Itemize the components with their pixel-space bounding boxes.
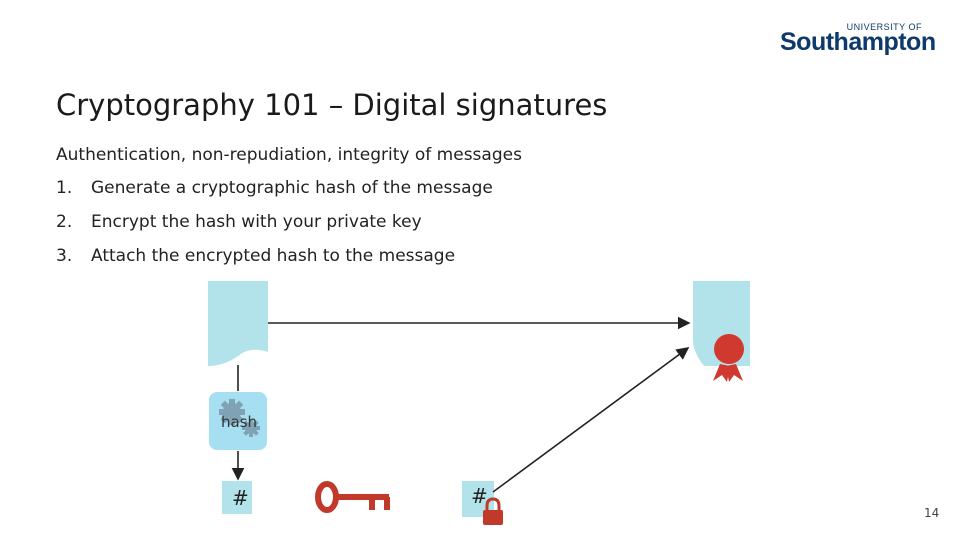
hash-digest-box bbox=[222, 481, 252, 514]
step-number: 3. bbox=[56, 246, 73, 266]
step-text: Encrypt the hash with your private key bbox=[91, 212, 422, 232]
step-item: 2. Encrypt the hash with your private key bbox=[56, 212, 493, 246]
step-text: Attach the encrypted hash to the message bbox=[91, 246, 456, 266]
arrow-encrypted-hash-to-signed bbox=[492, 347, 690, 493]
logo-university-of: UNIVERSITY OF bbox=[846, 22, 922, 32]
steps-list: 1. Generate a cryptographic hash of the m… bbox=[56, 178, 493, 280]
step-item: 3. Attach the encrypted hash to the messa… bbox=[56, 246, 493, 280]
gear-icon bbox=[219, 399, 245, 425]
step-item: 1. Generate a cryptographic hash of the m… bbox=[56, 178, 493, 212]
page-number: 14 bbox=[924, 506, 940, 520]
message-document-icon bbox=[208, 281, 268, 366]
gear-small-icon bbox=[242, 419, 260, 437]
lock-icon bbox=[483, 497, 503, 525]
step-number: 2. bbox=[56, 212, 73, 232]
step-text: Generate a cryptographic hash of the mes… bbox=[91, 178, 493, 198]
slide-subtitle: Authentication, non-repudiation, integri… bbox=[56, 145, 522, 165]
slide-title: Cryptography 101 – Digital signatures bbox=[56, 88, 608, 122]
seal-icon bbox=[713, 334, 744, 382]
southampton-logo: UNIVERSITY OF Southampton bbox=[780, 20, 936, 60]
encrypted-hash-symbol: # bbox=[471, 484, 488, 508]
logo-name: Southampton bbox=[780, 28, 936, 56]
hash-box-label: hash bbox=[221, 413, 258, 431]
step-number: 1. bbox=[56, 178, 73, 198]
key-icon bbox=[315, 481, 390, 513]
hash-symbol: # bbox=[232, 486, 249, 510]
